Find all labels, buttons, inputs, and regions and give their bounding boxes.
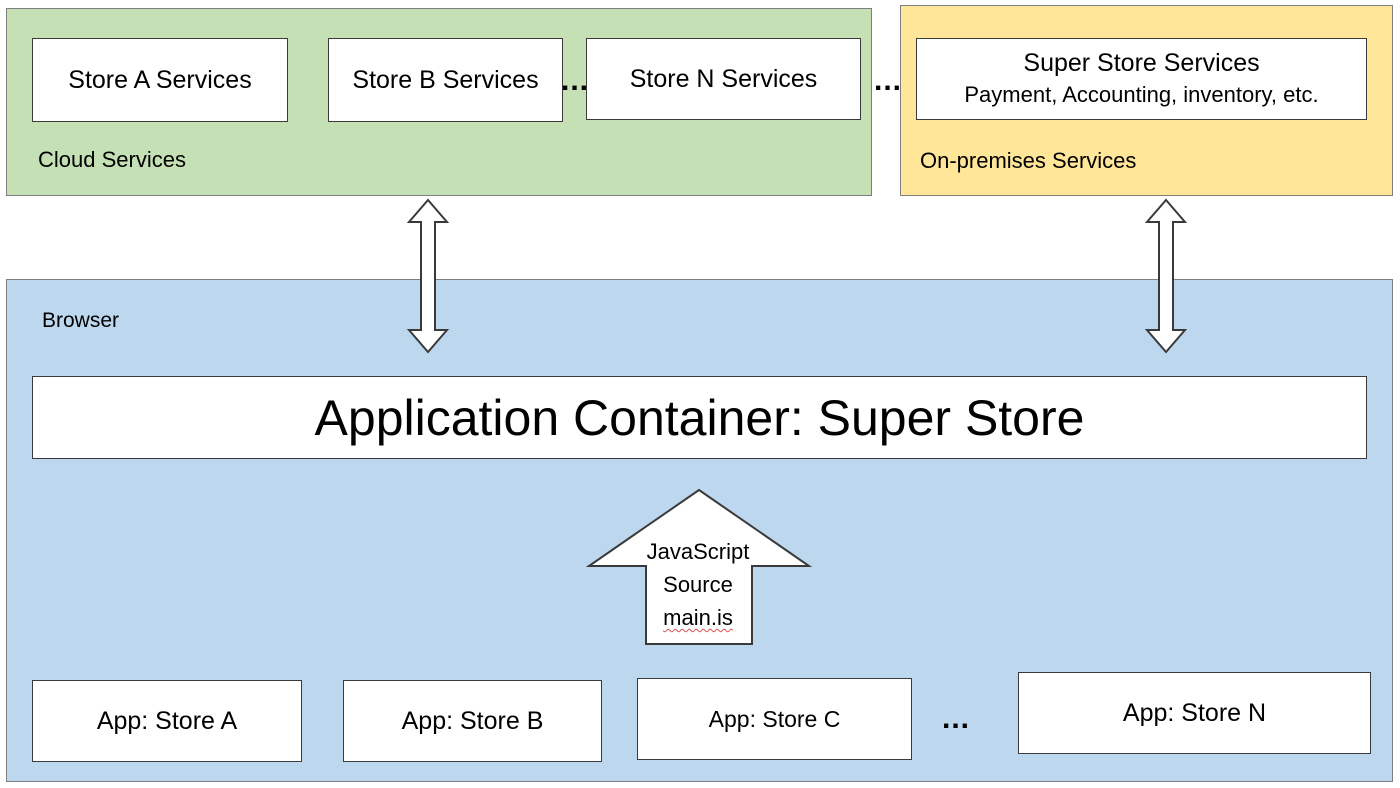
super-store-services-title: Super Store Services [1023,49,1260,77]
app-store-c-box: App: Store C [637,678,912,760]
super-store-services-box: Super Store Services Payment, Accounting… [916,38,1367,120]
cloud-stores-ellipsis: ... [561,64,590,97]
double-arrow-icon [406,198,450,354]
arrow-line-source: Source [663,572,733,597]
super-store-services-subtitle: Payment, Accounting, inventory, etc. [964,82,1319,107]
app-store-n-label: App: Store N [1122,698,1267,727]
up-arrow-icon [585,488,813,645]
app-store-a-box: App: Store A [32,680,302,762]
store-b-services-box: Store B Services [328,38,563,122]
store-b-services-label: Store B Services [352,65,539,94]
application-container-title: Application Container: Super Store [314,389,1085,446]
app-store-a-label: App: Store A [96,706,238,735]
app-store-c-label: App: Store C [708,705,841,732]
app-store-b-label: App: Store B [401,706,544,735]
onprem-services-label: On-premises Services [920,148,1137,173]
application-container-box: Application Container: Super Store [32,376,1367,459]
app-store-n-box: App: Store N [1018,672,1371,754]
double-arrow-icon [1144,198,1188,354]
regions-ellipsis: ... [874,64,903,97]
cloud-services-label: Cloud Services [38,147,186,172]
javascript-source-text: JavaScript Source main.is [618,535,778,634]
arrow-line-main-wrap: main.is [618,601,778,634]
arrow-line-javascript: JavaScript [646,539,750,564]
arrow-line-main-file: main.is [663,605,733,630]
browser-label: Browser [42,309,120,332]
apps-ellipsis: ... [942,702,971,735]
store-a-services-box: Store A Services [32,38,288,122]
app-store-b-box: App: Store B [343,680,602,762]
store-n-services-label: Store N Services [629,64,818,93]
store-a-services-label: Store A Services [68,65,252,94]
store-n-services-box: Store N Services [586,38,861,120]
